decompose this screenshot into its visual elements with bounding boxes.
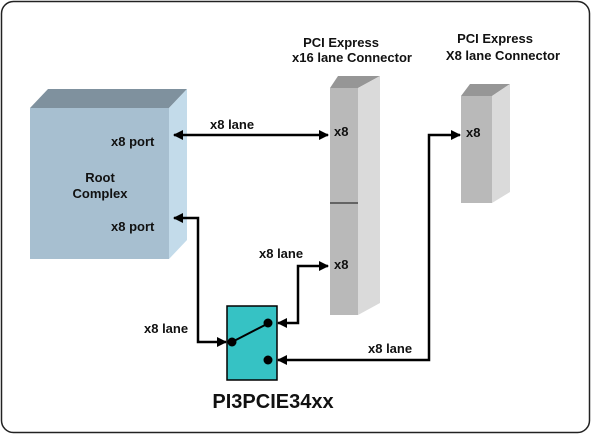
switch-chip-block: PI3PCIE34xx (212, 305, 334, 413)
x8-connector-side-face (492, 84, 510, 203)
x8-connector-block: PCI Express X8 lane Connector x8 (446, 31, 560, 203)
x8-connector-front-face (461, 96, 492, 203)
switch-part-number: PI3PCIE34xx (212, 391, 333, 413)
x16-connector-side-face (358, 76, 380, 315)
link-switch-to-x8-label: x8 lane (368, 341, 412, 356)
root-complex-title-line2: Complex (73, 186, 129, 201)
x8-slot-label: x8 (466, 125, 480, 140)
link-switch-to-x16-label: x8 lane (259, 246, 303, 261)
switch-common-terminal (227, 337, 237, 347)
root-complex-title-line1: Root (85, 170, 115, 185)
link-switch-to-x8 (277, 130, 461, 365)
links (173, 130, 461, 365)
link-root-to-x16-label: x8 lane (210, 117, 254, 132)
x8-connector-top-face (461, 84, 510, 96)
x16-slot-top-label: x8 (334, 124, 348, 139)
switch-upper-terminal (263, 318, 273, 328)
switch-toggle-lever (231, 323, 268, 343)
link-root-to-switch-label: x8 lane (144, 321, 188, 336)
x16-connector-front-face (330, 88, 358, 315)
x8-connector-title-line2: X8 lane Connector (446, 48, 560, 63)
x16-slot-bottom-label: x8 (334, 257, 348, 272)
root-complex-top-face (30, 89, 187, 108)
x8-connector-title-line1: PCI Express (457, 31, 533, 46)
link-root-to-switch (173, 213, 227, 347)
x16-connector-title-line1: PCI Express (303, 35, 379, 50)
root-complex-side-face (169, 89, 187, 259)
root-complex-block: Root Complex x8 port x8 port (30, 89, 187, 259)
x16-connector-top-face (330, 76, 380, 88)
x16-connector-title-line2: x16 lane Connector (292, 50, 412, 65)
root-complex-front-face (30, 108, 169, 259)
switch-lower-terminal (263, 355, 273, 365)
root-port-bottom-label: x8 port (111, 219, 155, 234)
root-port-top-label: x8 port (111, 134, 155, 149)
